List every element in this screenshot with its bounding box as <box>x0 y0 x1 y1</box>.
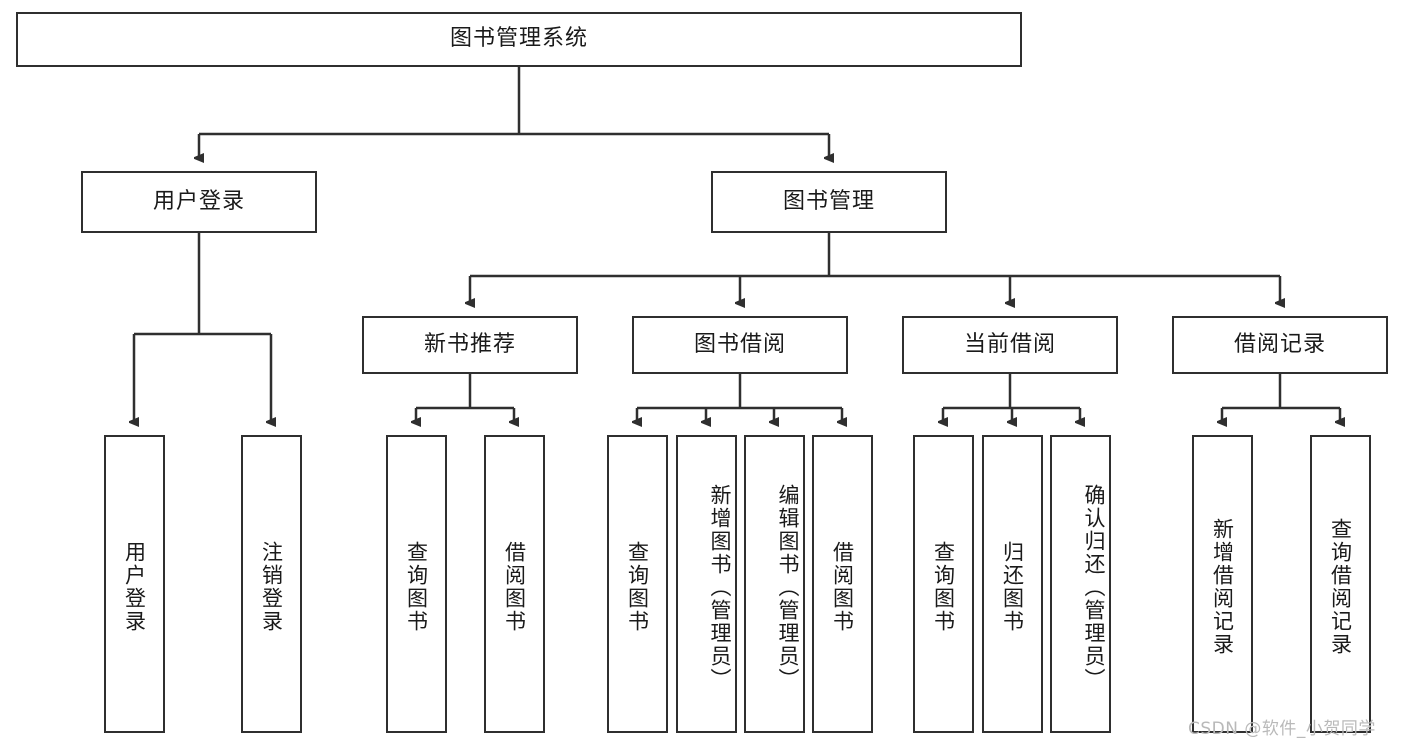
leaf-borrow-book[interactable]: 借阅图书 <box>812 435 873 733</box>
node-borrow-record[interactable]: 借阅记录 <box>1172 316 1388 374</box>
leaf-query-book-recommend[interactable]: 查询图书 <box>386 435 447 733</box>
leaf-query-borrow-record[interactable]: 查询借阅记录 <box>1310 435 1371 733</box>
leaf-return-book[interactable]: 归还图书 <box>982 435 1043 733</box>
node-book-management[interactable]: 图书管理 <box>711 171 947 233</box>
leaf-query-book-current[interactable]: 查询图书 <box>913 435 974 733</box>
leaf-add-borrow-record[interactable]: 新增借阅记录 <box>1192 435 1253 733</box>
node-new-book-recommend[interactable]: 新书推荐 <box>362 316 578 374</box>
leaf-borrow-book-recommend[interactable]: 借阅图书 <box>484 435 545 733</box>
leaf-edit-book-admin[interactable]: 编辑图书（管理员） <box>744 435 805 733</box>
node-root[interactable]: 图书管理系统 <box>16 12 1022 67</box>
csdn-watermark: CSDN @软件_小贺同学 <box>1188 719 1376 739</box>
leaf-add-book-admin[interactable]: 新增图书（管理员） <box>676 435 737 733</box>
node-current-borrow[interactable]: 当前借阅 <box>902 316 1118 374</box>
node-user-login[interactable]: 用户登录 <box>81 171 317 233</box>
leaf-confirm-return-admin[interactable]: 确认归还（管理员） <box>1050 435 1111 733</box>
leaf-query-book-borrow[interactable]: 查询图书 <box>607 435 668 733</box>
node-book-borrow[interactable]: 图书借阅 <box>632 316 848 374</box>
leaf-user-login[interactable]: 用户登录 <box>104 435 165 733</box>
leaf-logout-login[interactable]: 注销登录 <box>241 435 302 733</box>
